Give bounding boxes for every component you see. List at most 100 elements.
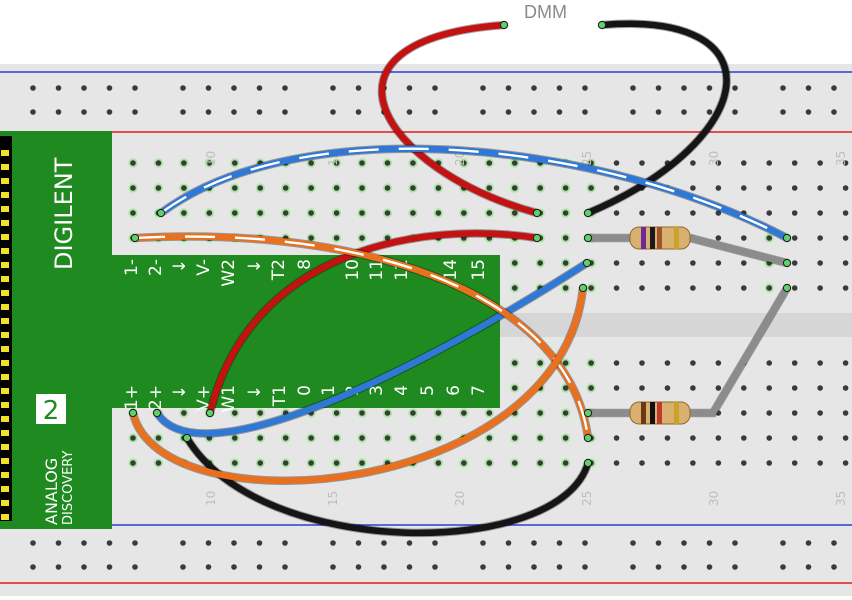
breadboard-hole [333,235,340,241]
breadboard-hole [330,109,336,115]
connector-pin [1,430,9,436]
pin-label-bottom: 4 [392,385,412,396]
breadboard-hole [406,85,413,91]
breadboard-hole [480,109,486,115]
connector-pin [1,514,9,520]
breadboard-hole [715,210,722,216]
connector-pin [1,360,9,366]
dmm-label: DMM [524,2,567,22]
wire-end [582,258,592,268]
breadboard-hole [155,185,162,191]
wire-end [532,233,542,243]
breadboard-hole [333,160,340,166]
wire-end [152,408,162,418]
breadboard-hole [406,540,413,546]
connector-pin [1,290,9,296]
connector-pin [1,332,9,338]
dmm-black-lead [584,20,730,217]
connector-pin [1,262,9,268]
pin-label-bottom: 5 [418,385,438,396]
breadboard-hole [842,385,849,391]
breadboard-hole [588,185,594,191]
wire-end [532,208,542,218]
breadboard-hole [461,410,467,416]
column-number-top: 30 [707,151,721,166]
breadboard-hole [639,285,645,291]
breadboard-hole [205,109,212,115]
breadboard-hole [817,410,823,416]
column-number-bottom: 10 [204,491,218,506]
breadboard-hole [330,85,336,91]
breadboard-hole [842,185,849,191]
breadboard-hole [384,185,391,191]
breadboard-hole [537,260,543,266]
breadboard-hole [181,210,187,216]
breadboard-hole [582,85,588,91]
black-wire [183,434,592,537]
breadboard-hole [766,235,773,241]
breadboard-hole [766,410,773,416]
breadboard-hole [690,285,696,291]
breadboard-hole [155,460,162,466]
breadboard-hole [805,564,812,570]
breadboard-hole [81,109,87,115]
resistor-1-band [674,227,679,249]
breadboard-hole [132,85,138,91]
breadboard-hole [817,210,823,216]
breadboard-hole [741,460,747,466]
pin-label-bottom: 3 [367,385,387,396]
breadboard-hole [715,160,722,166]
breadboard-hole [639,435,645,441]
breadboard-hole [505,564,512,570]
breadboard-hole [486,160,493,166]
breadboard-hole [805,109,812,115]
breadboard-hole [232,460,238,466]
breadboard-hole [817,435,823,441]
breadboard-hole [333,210,340,216]
breadboard-hole [461,210,467,216]
breadboard-hole [766,460,773,466]
connector-pin [1,192,9,198]
connector-pin [1,500,9,506]
breadboard-hole [817,235,823,241]
breadboard-hole [435,410,442,416]
breadboard-hole [562,285,569,291]
breadboard-hole [690,160,696,166]
breadboard-hole [817,285,823,291]
breadboard-hole [232,410,238,416]
resistor-2-band [657,402,662,424]
breadboard-hole [381,564,387,570]
connector-pin [1,318,9,324]
blue-wire-bottom [153,259,591,437]
breadboard-hole [505,109,512,115]
breadboard-hole [486,185,493,191]
breadboard-hole [842,285,849,291]
column-number-top: 20 [453,151,467,166]
breadboard-hole [655,540,662,546]
breadboard-hole [505,540,512,546]
breadboard-hole [791,185,798,191]
column-number-top: 35 [834,151,848,166]
dmm-red-lead [378,21,541,217]
breadboard-hole [791,260,798,266]
breadboard-hole [639,360,645,366]
breadboard-hole [231,109,237,115]
breadboard-hole [206,210,213,216]
breadboard-hole [181,160,187,166]
pin-label-bottom: ↓ [170,385,190,399]
breadboard-hole [706,540,713,546]
breadboard-hole [706,85,713,91]
wire-end [782,283,792,293]
breadboard-hole [562,210,569,216]
breadboard-hole [155,435,162,441]
breadboard-hole [780,540,786,546]
breadboard-hole [715,260,722,266]
breadboard-hole [511,260,518,266]
breadboard-hole [511,160,518,166]
breadboard-hole [435,460,442,466]
breadboard-hole [732,564,738,570]
breadboard-hole [613,385,620,391]
breadboard-hole [706,109,713,115]
gray-wire-r2-right [686,284,791,417]
breadboard-hole [780,109,786,115]
